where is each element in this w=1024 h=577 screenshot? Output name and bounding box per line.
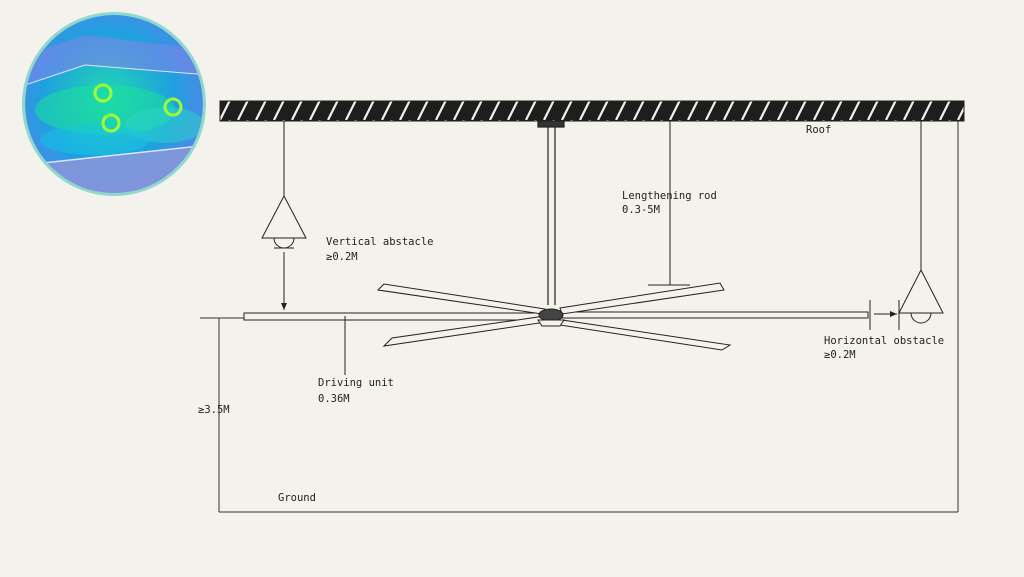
vertical-obstacle-lamp-icon xyxy=(261,121,307,310)
horizontal-obstacle-value: ≥0.2M xyxy=(824,349,856,361)
driving-unit-motor xyxy=(344,308,565,375)
airflow-simulation-thumbnail xyxy=(22,12,206,196)
roof-beam xyxy=(219,100,965,122)
ground-line xyxy=(200,121,959,513)
driving-unit-title: Driving unit xyxy=(318,377,394,389)
vertical-obstacle-value: ≥0.2M xyxy=(326,251,358,263)
lengthening-rod-title: Lengthening rod xyxy=(622,190,717,202)
lengthening-rod-value: 0.3-5M xyxy=(622,204,660,216)
ground-label: Ground xyxy=(278,492,316,504)
height-dimension-value: ≥3.5M xyxy=(198,404,230,416)
vertical-obstacle-title: Vertical abstacle xyxy=(326,236,434,248)
horizontal-obstacle-lamp-icon xyxy=(869,121,944,330)
driving-unit-value: 0.36M xyxy=(318,393,350,405)
roof-label: Roof xyxy=(806,124,832,136)
horizontal-obstacle-title: Horizontal obstacle xyxy=(824,335,945,347)
lengthening-rod xyxy=(537,120,690,305)
